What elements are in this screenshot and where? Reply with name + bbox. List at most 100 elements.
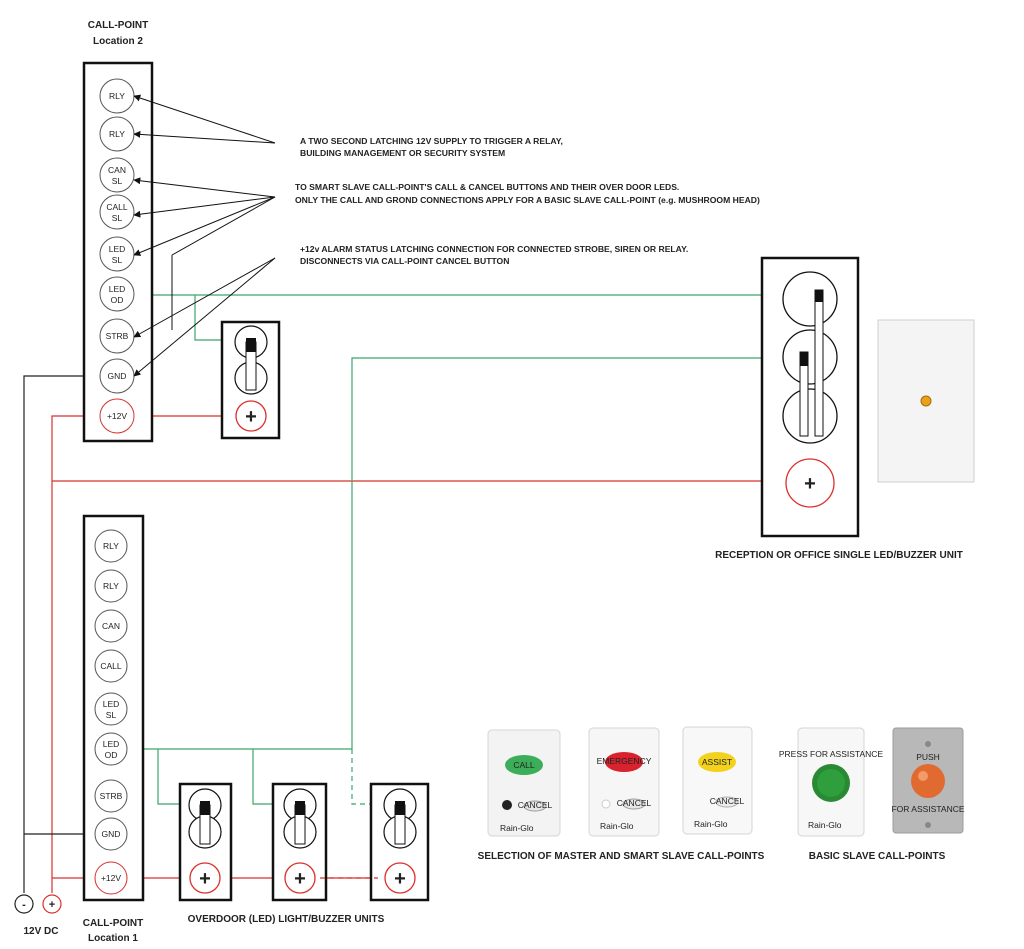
overdoor-switch-knob-0 <box>246 338 256 352</box>
black-wire-cp2-gnd <box>23 375 98 893</box>
reception-switch-knob-1 <box>815 290 823 302</box>
wires <box>23 294 790 893</box>
plate-screw-top <box>925 741 931 747</box>
cp2_terminals-terminal-label-3: CALL <box>106 202 128 212</box>
reception-label: RECEPTION OR OFFICE SINGLE LED/BUZZER UN… <box>715 550 963 561</box>
assist-brand-text: Rain-Glo <box>694 819 728 829</box>
cp2-title-line1: CALL-POINT <box>88 20 149 31</box>
reception-led-circle-3 <box>782 388 838 444</box>
basic-slave-call-points: PRESS FOR ASSISTANCE Rain-Glo PUSH FOR A… <box>779 727 965 862</box>
positive-terminal <box>42 894 62 914</box>
cp1_terminals-terminal-6 <box>94 779 128 813</box>
cp1_terminals-terminal-sublabel-5: OD <box>105 750 118 760</box>
emergency-cancel-text: CANCEL <box>617 798 652 808</box>
cp1-title-line1: CALL-POINT <box>83 918 144 929</box>
assist-button-text: ASSIST <box>702 757 732 767</box>
cp1_terminals-terminal-label-2: CAN <box>102 621 120 631</box>
press-assistance-text: PRESS FOR ASSISTANCE <box>779 749 884 759</box>
call-plate: CALL CANCEL Rain-Glo <box>487 729 561 837</box>
call-point-location-2: CALL-POINT Location 2 RLYRLYCANSLCALLSLL… <box>82 20 154 443</box>
call-cancel-button <box>523 800 547 812</box>
amber-led-icon <box>920 395 932 407</box>
cp1_terminals-terminal-label-4: LED <box>103 699 120 709</box>
call-button-text: CALL <box>513 760 535 770</box>
cp1_terminals-terminal-2 <box>94 609 128 643</box>
cp1_terminals-terminal-4 <box>94 692 128 726</box>
cp2_terminals-terminal-label-7: GND <box>108 371 127 381</box>
cp2_terminals-terminal-label-8: +12V <box>107 411 127 421</box>
cp2_terminals-terminal-3 <box>99 194 135 230</box>
note-alarm-line2: DISCONNECTS VIA CALL-POINT CANCEL BUTTON <box>300 256 509 266</box>
overdoor-plus-circle-0 <box>235 400 267 432</box>
overdoor-plus-symbol-2: + <box>294 868 306 890</box>
cp2_terminals-terminal-label-6: STRB <box>106 331 129 341</box>
reception-unit-photo <box>877 319 975 483</box>
orange-mushroom-head <box>911 764 945 798</box>
overdoor-plus-circle-3 <box>384 862 416 894</box>
negative-symbol: - <box>22 899 26 911</box>
overdoor-label: OVERDOOR (LED) LIGHT/BUZZER UNITS <box>188 914 385 925</box>
cp2_terminals-terminal-5 <box>99 276 135 312</box>
overdoor-plus-symbol-0: + <box>245 406 257 428</box>
cp1_terminals-terminal-label-8: +12V <box>101 873 121 883</box>
assist-cancel-button <box>715 796 739 808</box>
cp2_terminals-terminal-2 <box>99 157 135 193</box>
cp2_terminals-terminal-label-0: RLY <box>109 91 125 101</box>
reception-plus-circle <box>785 458 835 508</box>
push-text: PUSH <box>916 752 940 762</box>
selection-label: SELECTION OF MASTER AND SMART SLAVE CALL… <box>478 851 765 862</box>
assist-cancel-text: CANCEL <box>710 796 745 806</box>
annotation-arrows <box>133 94 276 377</box>
cp2_terminals-terminal-label-5: LED <box>109 284 126 294</box>
cp1_terminals-terminal-7 <box>94 817 128 851</box>
reception-switch-knob-2 <box>800 352 808 366</box>
cp1_terminals-terminal-8 <box>94 861 128 895</box>
overdoor-switch-knob-2 <box>295 801 305 815</box>
green-mushroom-plate: PRESS FOR ASSISTANCE Rain-Glo <box>779 727 884 837</box>
emergency-button-text: EMERGENCY <box>597 756 652 766</box>
emergency-plate: EMERGENCY CANCEL Rain-Glo <box>588 727 660 837</box>
cp2_terminals-terminal-label-1: RLY <box>109 129 125 139</box>
cp2_terminals-terminal-label-2: CAN <box>108 165 126 175</box>
emergency-indicator <box>601 799 611 809</box>
call-button <box>505 755 543 775</box>
overdoor-plus-symbol-3: + <box>394 868 406 890</box>
emergency-cancel-button <box>622 798 646 810</box>
cp2_terminals-terminal-sublabel-2: SL <box>112 176 123 186</box>
for-assistance-text: FOR ASSISTANCE <box>891 804 964 814</box>
green-mushroom-head <box>817 769 845 797</box>
reception-led-circle-1 <box>782 271 838 327</box>
power-supply: - + 12V DC <box>14 894 62 937</box>
power-label: 12V DC <box>23 926 58 937</box>
overdoor-switch-knob-3 <box>395 801 405 815</box>
overdoor-units: + + + + <box>178 320 430 902</box>
green-wire-cp1-led-od <box>130 357 790 750</box>
cp1_terminals-terminal-label-0: RLY <box>103 541 119 551</box>
cp1_terminals-terminal-label-5: LED <box>103 739 120 749</box>
cp2-title-line2: Location 2 <box>93 36 143 47</box>
positive-symbol: + <box>49 899 55 911</box>
plate-screw-bottom <box>925 822 931 828</box>
note-alarm-line1: +12v ALARM STATUS LATCHING CONNECTION FO… <box>300 244 688 254</box>
emergency-brand-text: Rain-Glo <box>600 821 634 831</box>
overdoor-plus-symbol-1: + <box>199 868 211 890</box>
call-brand-text: Rain-Glo <box>500 823 534 833</box>
call-indicator <box>502 800 512 810</box>
reception-plus-symbol: + <box>804 473 816 495</box>
cp1_terminals-terminal-label-6: STRB <box>100 791 123 801</box>
green-brand-text: Rain-Glo <box>808 820 842 830</box>
note-relay-line2: BUILDING MANAGEMENT OR SECURITY SYSTEM <box>300 148 505 158</box>
assist-plate: ASSIST CANCEL Rain-Glo <box>682 726 753 835</box>
smart-call-points: CALL CANCEL Rain-Glo EMERGENCY CANCEL Ra… <box>478 726 765 862</box>
emergency-button <box>605 752 643 772</box>
cp2_terminals-terminal-label-4: LED <box>109 244 126 254</box>
cp2_terminals-terminal-sublabel-3: SL <box>112 213 123 223</box>
overdoor-switch-knob-1 <box>200 801 210 815</box>
cp2_terminals-terminal-4 <box>99 236 135 272</box>
orange-mushroom-highlight <box>918 771 928 781</box>
cp1-title-line2: Location 1 <box>88 933 138 944</box>
negative-terminal <box>14 894 34 914</box>
